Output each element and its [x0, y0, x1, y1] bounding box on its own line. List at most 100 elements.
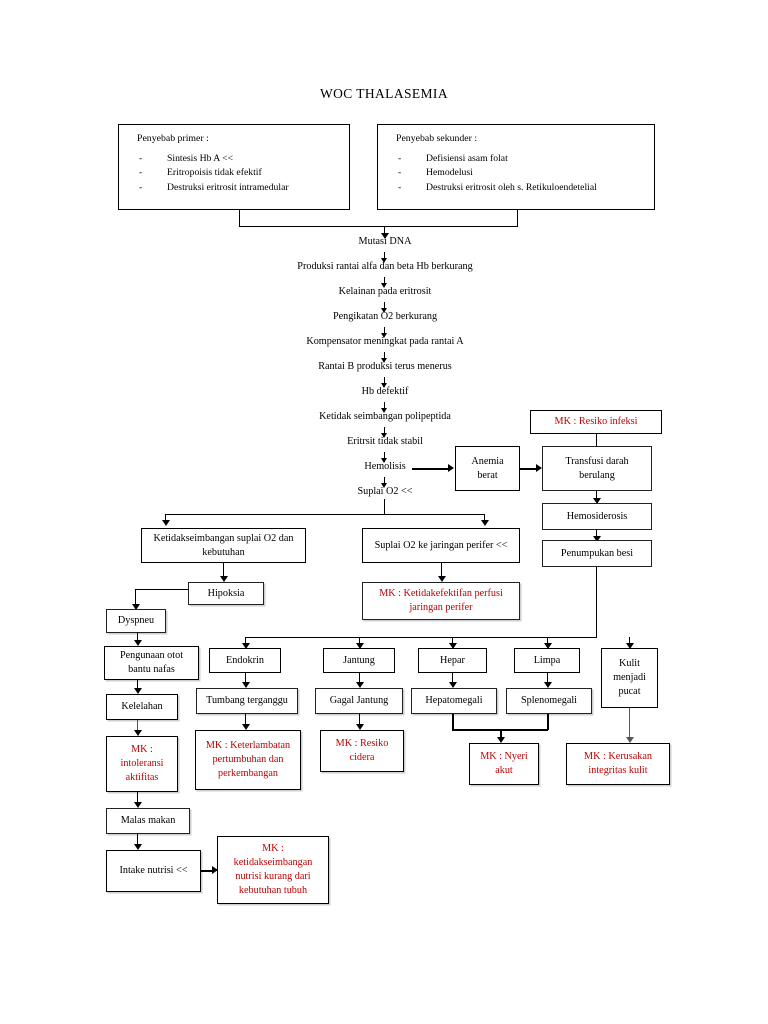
arrow-to-malas-makan [133, 802, 142, 808]
connector-organ-bus [245, 637, 597, 639]
node-mk-resiko-cidera: MK : Resiko cidera [320, 730, 404, 772]
connector-intake-mk-nutrisi [201, 870, 214, 872]
node-intake-nutrisi: Intake nutrisi << [106, 850, 201, 892]
connector-suplai-perifer-mk [441, 563, 443, 577]
connector-organ-leg-hepar [452, 637, 454, 645]
connector-suplai-left-leg [165, 514, 167, 522]
chain-node-kelainan-eritrosit: Kelainan pada eritrosit [338, 286, 432, 297]
node-penumpukan-besi: Penumpukan besi [542, 540, 652, 567]
connector-mk-malas [137, 792, 139, 804]
arrow-to-tumbang-terganggu [241, 682, 250, 688]
arrow-chain-3 [381, 333, 387, 338]
arrow-to-mk-keterlambatan [241, 724, 250, 730]
chain-node-hemolisis: Hemolisis [364, 461, 406, 472]
arrow-to-ketidakseimbangan-suplai [161, 520, 170, 526]
connector-merge-bus [239, 226, 518, 228]
node-mk-ketidakefektifan-perfusi: MK : Ketidakefektifan perfusi jaringan p… [362, 582, 520, 620]
node-organ-kulit-pucat: Kulit menjadi pucat [601, 648, 658, 708]
connector-chain-2 [384, 302, 386, 310]
arrow-to-endokrin [241, 643, 250, 649]
node-anemia-berat: Anemia berat [455, 446, 520, 491]
connector-malas-intake [137, 834, 139, 846]
arrow-to-mk-nutrisi [212, 866, 218, 874]
connector-chain-9 [384, 477, 386, 485]
connector-hipoksia-elbow [135, 589, 189, 591]
arrow-to-hipoksia [219, 576, 228, 582]
arrow-chain-9 [381, 483, 387, 488]
cause-box-secondary-heading: Penyebab sekunder : [396, 133, 478, 144]
dash-bullet: - [398, 182, 402, 194]
connector-hipoksia-dyspneu-drop [135, 589, 137, 605]
arrow-to-mk-nyeri-akut [496, 737, 505, 743]
arrow-to-jantung [355, 643, 364, 649]
connector-merge-down [384, 226, 386, 235]
list-item: -Sintesis Hb A << [139, 152, 234, 164]
node-pengunaan-otot-bantu-nafas: Pengunaan otot bantu nafas [104, 646, 199, 680]
node-effect-splenomegali: Splenomegali [506, 688, 592, 714]
connector-suplai-down [384, 499, 386, 514]
connector-kulit-mk [629, 708, 631, 740]
cause-box-secondary: Penyebab sekunder : -Defisiensi asam fol… [377, 124, 655, 210]
cause-box-primary-heading: Penyebab primer : [137, 133, 209, 144]
arrow-to-kelelahan [133, 688, 142, 694]
connector-dyspneu-otot [137, 633, 139, 642]
connector-hepar-hepatomegali [452, 673, 454, 684]
chain-node-rantai-b: Rantai B produksi terus menerus [318, 361, 452, 372]
connector-nyeri-down [500, 729, 502, 739]
arrow-to-mk-intoleransi [133, 730, 142, 736]
arrow-to-kulit [625, 643, 634, 649]
connector-chain-4 [384, 352, 386, 360]
node-organ-endokrin: Endokrin [209, 648, 281, 673]
connector-hemosiderosis-penumpukan [596, 530, 598, 539]
arrow-chain-6 [381, 408, 387, 413]
arrow-to-penumpukan-besi [592, 536, 601, 542]
connector-organ-leg-endokrin [245, 637, 247, 645]
list-item: -Eritropoisis tidak efektif [139, 167, 262, 179]
connector-transfusi-hemosiderosis [596, 491, 598, 500]
connector-jantung-gagal [359, 673, 361, 684]
cause-box-primary: Penyebab primer : -Sintesis Hb A << -Eri… [118, 124, 350, 210]
connector-kelelahan-mk [137, 720, 139, 732]
connector-chain-8 [384, 452, 386, 460]
dash-bullet: - [139, 182, 143, 194]
connector-endokrin-tumbang [245, 673, 247, 684]
connector-suplai-right-leg [484, 514, 486, 522]
cause-box-primary-list: -Sintesis Hb A << -Eritropoisis tidak ef… [131, 152, 339, 194]
arrow-to-dyspneu [131, 604, 140, 610]
node-mk-intoleransi-aktifitas: MK : intoleransi aktifitas [106, 736, 178, 792]
arrow-chain-7 [381, 433, 387, 438]
list-item: -Destruksi eritrosit oleh s. Retikuloend… [398, 182, 597, 194]
node-organ-limpa: Limpa [514, 648, 580, 673]
arrow-to-hepatomegali [448, 682, 457, 688]
arrow-to-mk-resiko-cidera [355, 724, 364, 730]
list-item: -Destruksi eritrosit intramedular [139, 182, 289, 194]
chain-node-produksi-rantai: Produksi rantai alfa dan beta Hb berkura… [297, 261, 473, 272]
cause-box-secondary-list: -Defisiensi asam folat -Hemodelusi -Dest… [390, 152, 644, 194]
chain-node-ketidak-seimbangan-polipeptida: Ketidak seimbangan polipeptida [319, 411, 451, 422]
arrow-to-transfusi [536, 464, 542, 472]
arrow-to-splenomegali [543, 682, 552, 688]
arrow-to-mk-kerusakan-integritas [625, 737, 634, 743]
arrow-chain-2 [381, 308, 387, 313]
chain-node-hb-defektif: Hb defektif [361, 386, 409, 397]
dash-bullet: - [139, 152, 143, 164]
node-ketidakseimbangan-suplai-o2: Ketidakseimbangan suplai O2 dan kebutuha… [141, 528, 306, 563]
node-hipoksia: Hipoksia [188, 582, 264, 605]
node-effect-hepatomegali: Hepatomegali [411, 688, 497, 714]
node-organ-hepar: Hepar [418, 648, 487, 673]
list-item: -Defisiensi asam folat [398, 152, 508, 164]
connector-chain-0 [384, 252, 386, 260]
connector-primary-drop [239, 210, 241, 226]
node-effect-tumbang-terganggu: Tumbang terganggu [196, 688, 298, 714]
node-organ-jantung: Jantung [323, 648, 395, 673]
arrow-to-suplai-perifer [480, 520, 489, 526]
arrow-to-anemia-berat [448, 464, 454, 472]
arrow-chain-5 [381, 383, 387, 388]
arrow-to-mutasi-dna [380, 233, 389, 239]
dash-bullet: - [139, 167, 143, 179]
node-mk-keterlambatan-pertumbuhan: MK : Keterlambatan pertumbuhan dan perke… [195, 730, 301, 790]
connector-penumpukan-to-organ-bus [596, 567, 598, 637]
node-mk-kerusakan-integritas-kulit: MK : Kerusakan integritas kulit [566, 743, 670, 785]
connector-splenomegali-drop [547, 714, 549, 730]
